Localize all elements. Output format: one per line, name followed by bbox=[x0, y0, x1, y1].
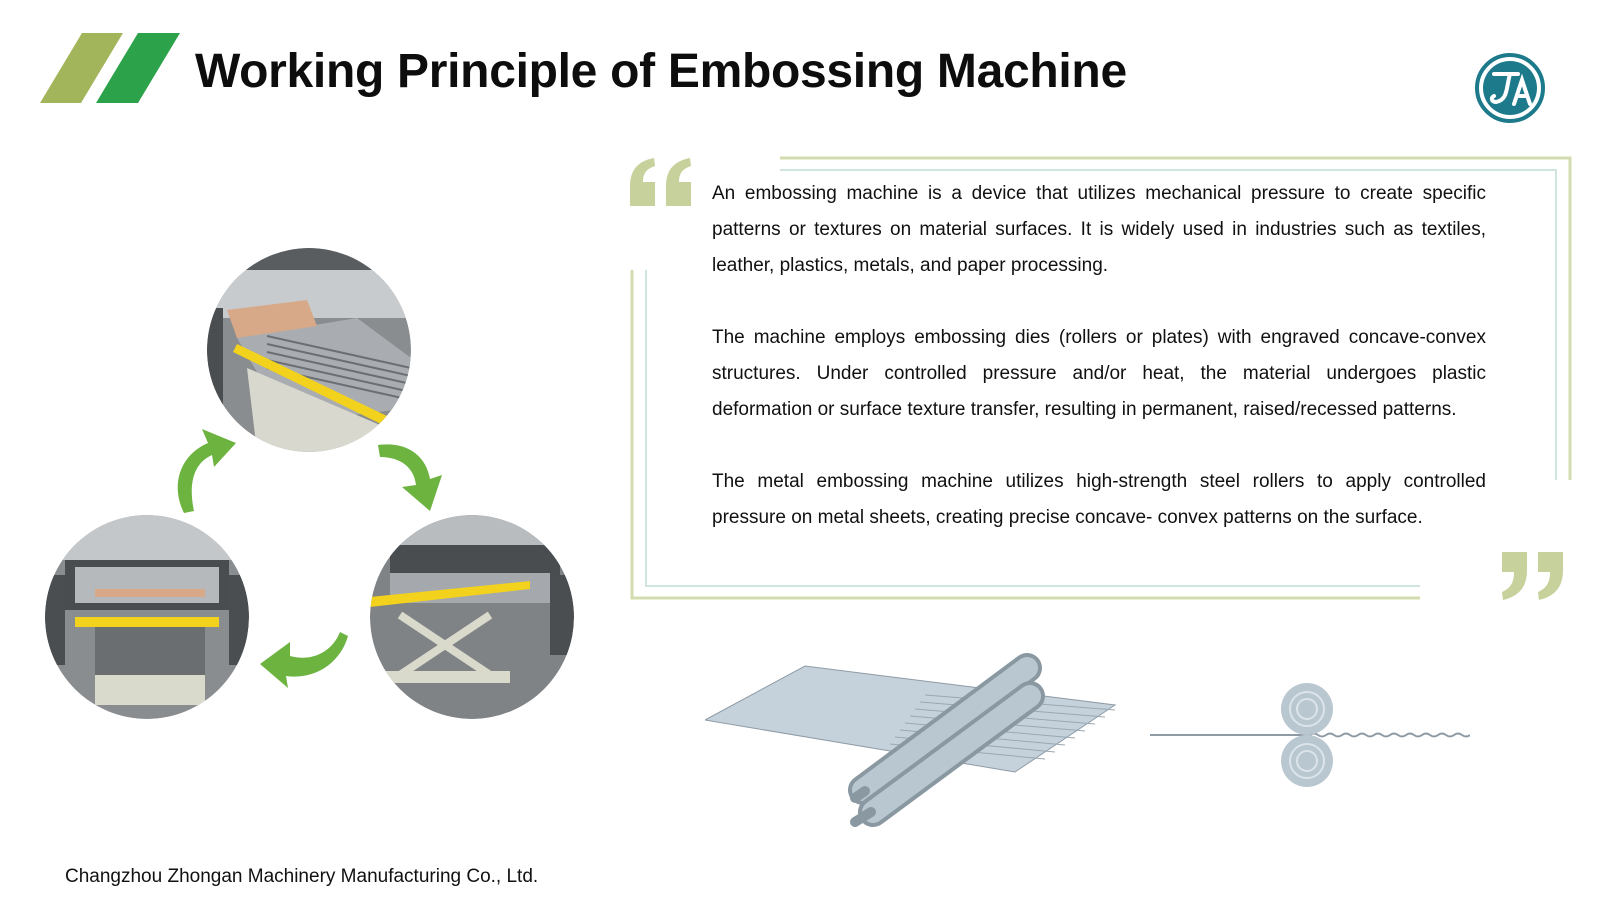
page-title: Working Principle of Embossing Machine bbox=[195, 45, 1127, 98]
rolling-diagram bbox=[705, 653, 1117, 827]
company-logo: ZA bbox=[1475, 53, 1545, 123]
description-paragraph-1: An embossing machine is a device that ut… bbox=[712, 183, 1486, 276]
close-quote-icon bbox=[1502, 552, 1563, 600]
header-stripes bbox=[40, 33, 180, 103]
machine-photo-top bbox=[207, 248, 411, 452]
quote-frame bbox=[630, 156, 1572, 600]
curved-arrow-icon bbox=[260, 632, 348, 688]
curved-arrow-icon bbox=[177, 429, 236, 513]
roller-cross-section bbox=[1150, 683, 1470, 787]
description-paragraph-3: The metal embossing machine utilizes hig… bbox=[712, 471, 1486, 528]
description-paragraph-2: The machine employs embossing dies (roll… bbox=[712, 327, 1486, 420]
open-quote-icon bbox=[630, 158, 691, 206]
machine-photo-right bbox=[370, 515, 574, 719]
description: An embossing machine is a device that ut… bbox=[712, 176, 1486, 536]
company-name: Changzhou Zhongan Machinery Manufacturin… bbox=[65, 866, 539, 887]
machine-photo-left bbox=[45, 515, 249, 719]
curved-arrow-icon bbox=[378, 444, 442, 511]
